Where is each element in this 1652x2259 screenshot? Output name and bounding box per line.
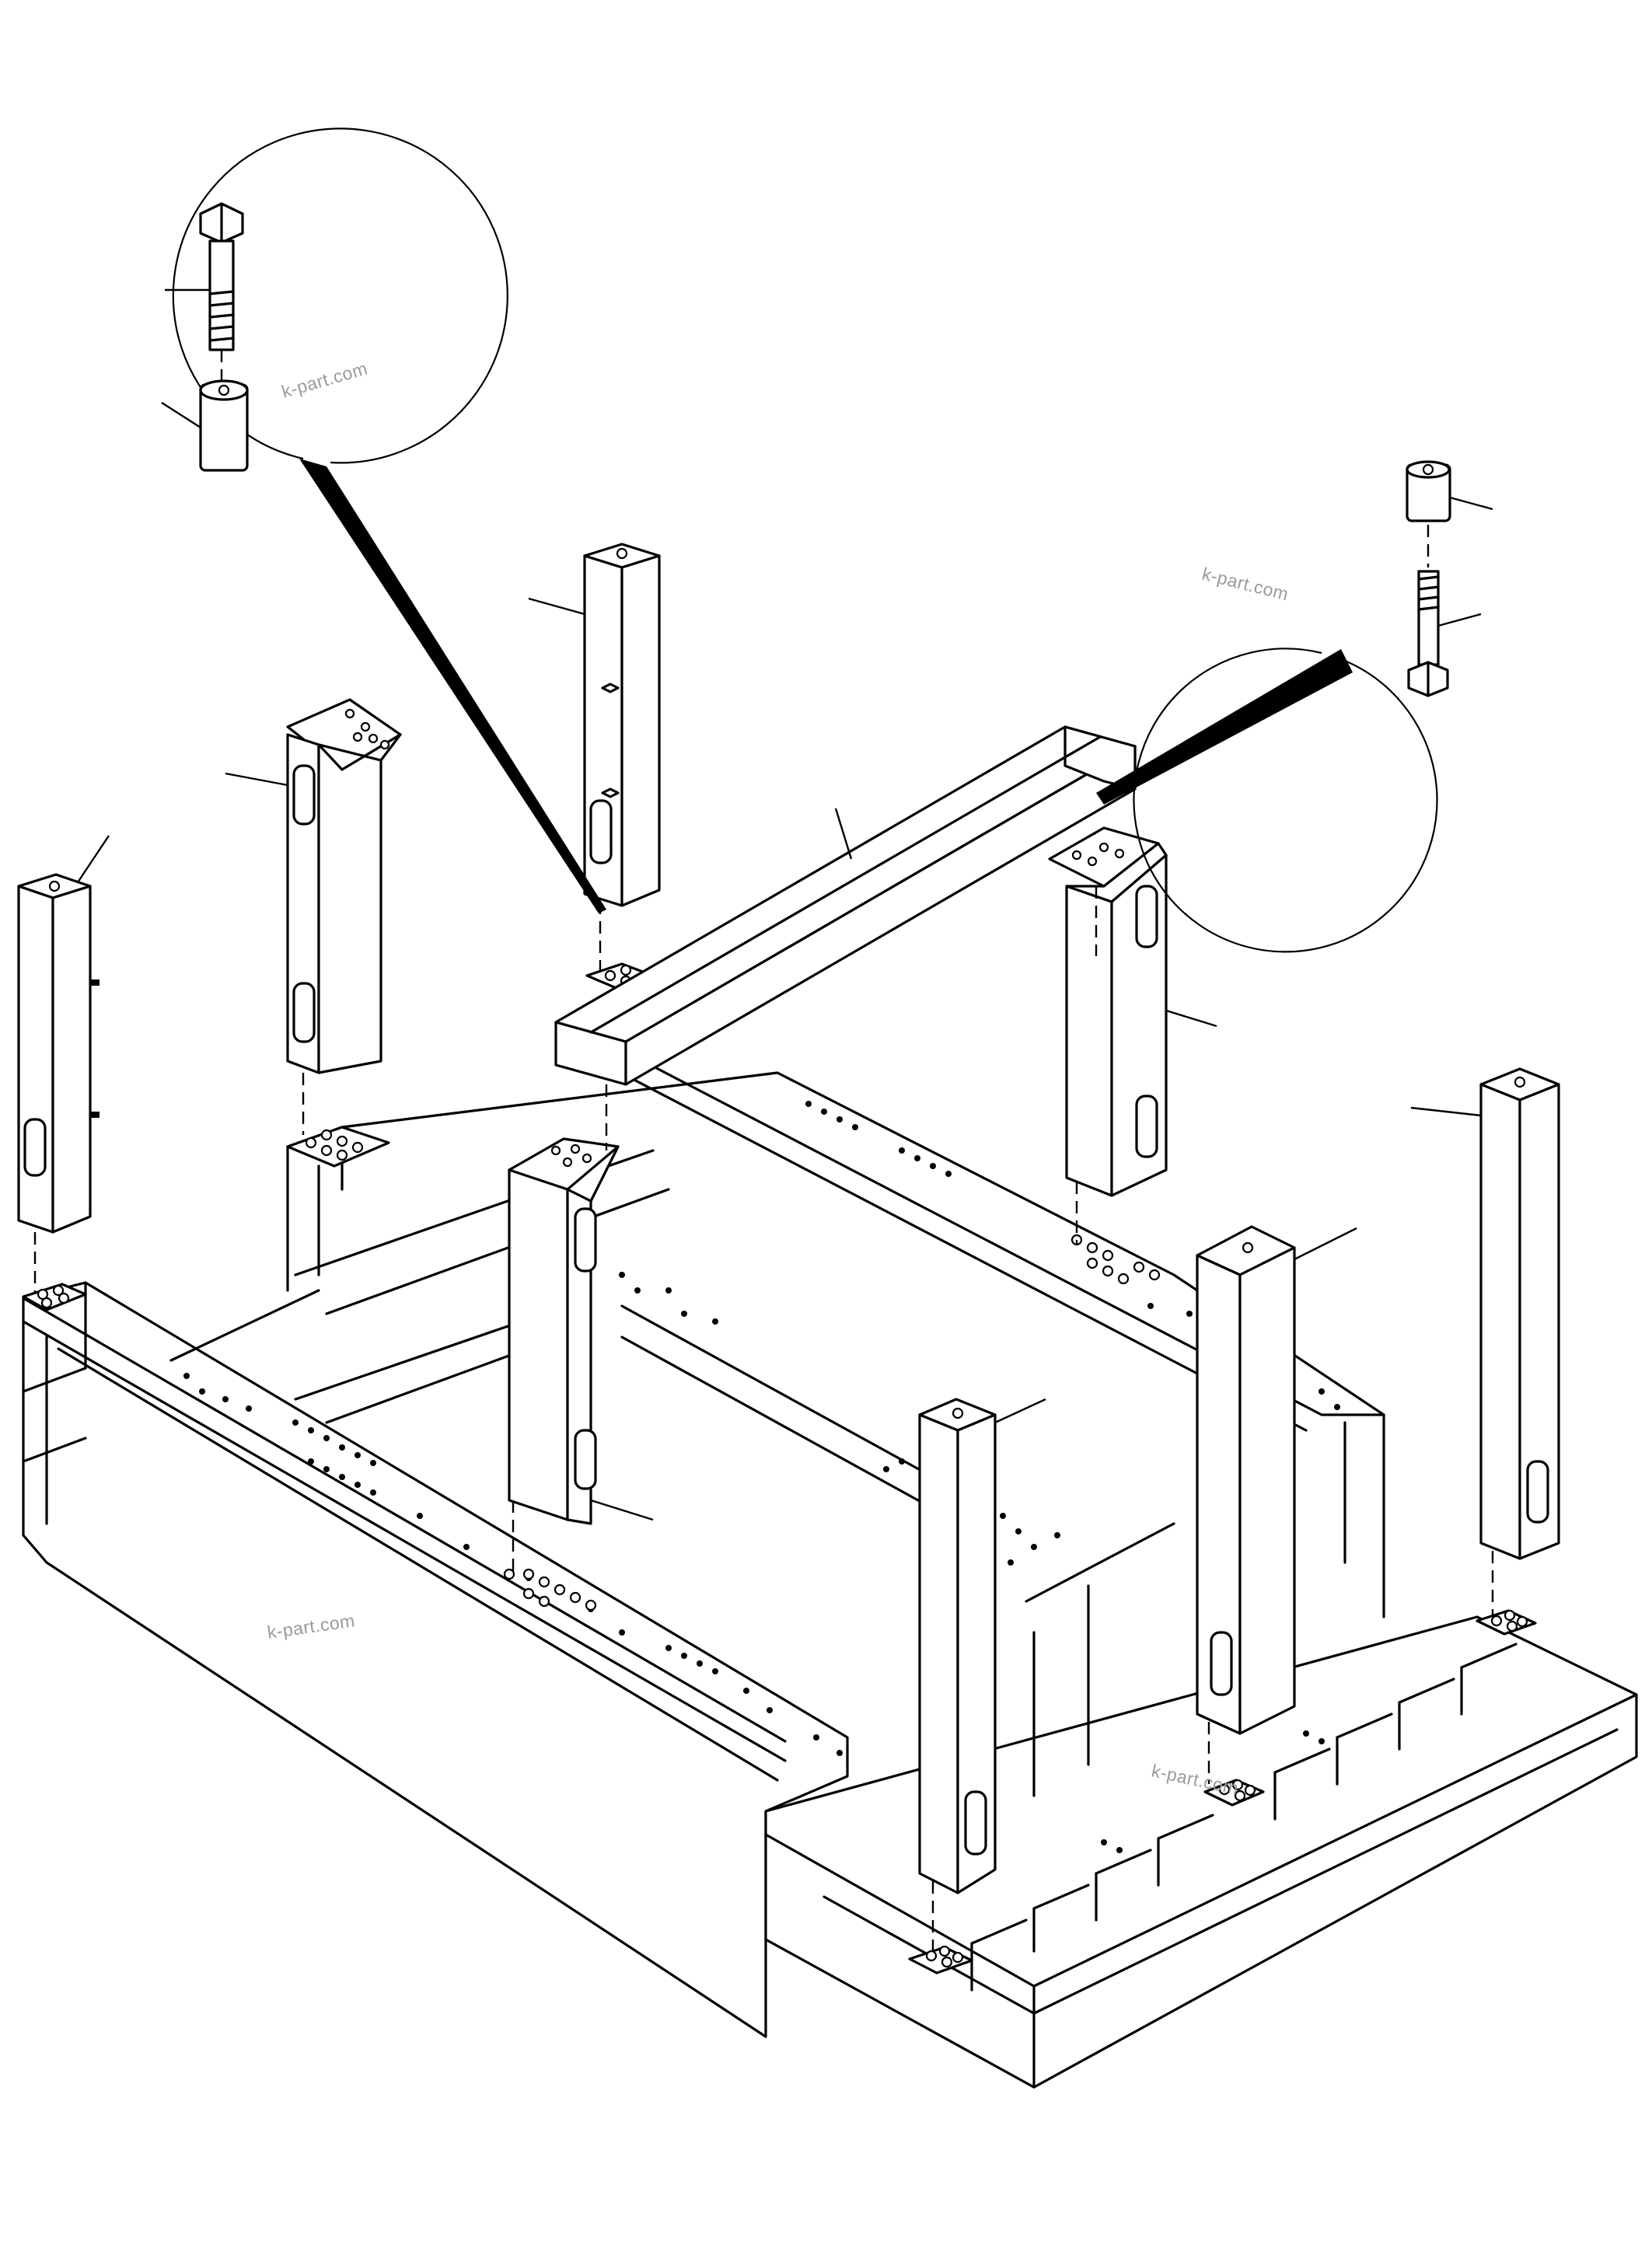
pad-far-left xyxy=(22,1283,87,1311)
right-deck xyxy=(764,1615,1638,2089)
leg-right-bracketed xyxy=(1048,826,1168,1197)
mounting-pads xyxy=(22,962,1537,1974)
leg-front-center xyxy=(918,1398,997,1894)
pad-front-right xyxy=(1203,1779,1265,1807)
pad-far-right xyxy=(1476,1609,1537,1636)
leg-left-bracketed xyxy=(286,698,402,1074)
detail-right: k-part.com xyxy=(1096,460,1493,953)
pad-rear-right xyxy=(1070,1234,1161,1285)
pad-center-left xyxy=(503,1568,597,1611)
watermark-text: k-part.com xyxy=(279,358,369,401)
pad-rear-left xyxy=(286,1126,390,1168)
base-frame xyxy=(22,1032,1638,2089)
leg-far-right xyxy=(1479,1067,1560,1560)
deck-ribs xyxy=(970,1643,1518,1992)
callout-leaders xyxy=(77,597,1482,1521)
leg-center-bracketed xyxy=(508,1137,620,1525)
leg-rear-center xyxy=(583,543,661,907)
assembly-lines xyxy=(33,886,1494,1951)
leg-front-right xyxy=(1196,1225,1296,1735)
leg-far-left xyxy=(17,873,100,1234)
watermark-text: k-part.com xyxy=(1200,564,1291,605)
detail-left: k-part.com xyxy=(161,127,606,913)
pad-front-center xyxy=(908,1945,973,1974)
front-rail xyxy=(22,1281,849,2038)
rail-bolt-holes xyxy=(183,1101,1340,1853)
